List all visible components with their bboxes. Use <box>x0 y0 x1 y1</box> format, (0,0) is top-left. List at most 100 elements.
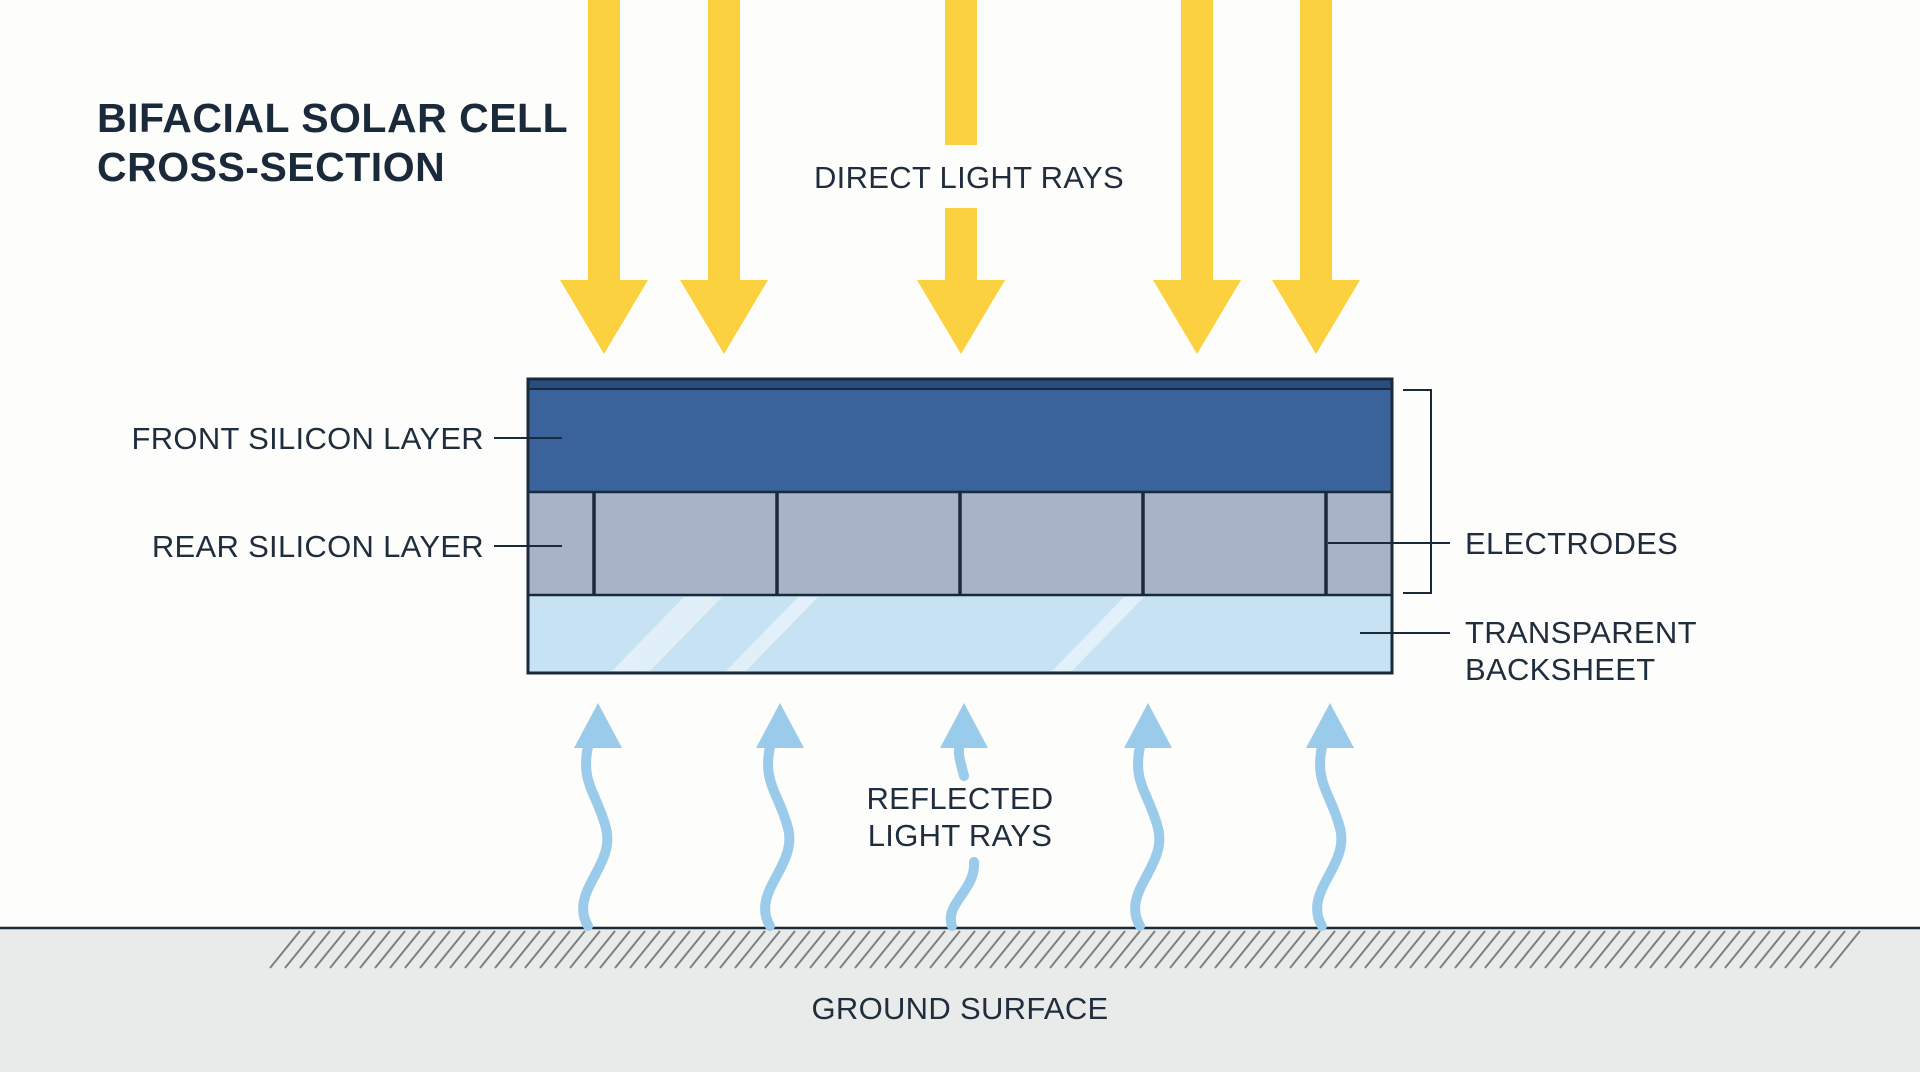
hatch-mark <box>599 930 631 969</box>
backsheet-label-line-2: BACKSHEET <box>1465 652 1656 687</box>
hatch-mark <box>1004 930 1036 969</box>
hatch-mark <box>1589 930 1621 969</box>
hatch-mark <box>269 930 301 969</box>
hatch-mark <box>854 930 886 969</box>
hatch-mark <box>899 930 931 969</box>
hatch-mark <box>1094 930 1126 969</box>
hatch-mark <box>1034 930 1066 969</box>
hatch-mark <box>1829 930 1861 969</box>
hatch-mark <box>1739 930 1771 969</box>
hatch-mark <box>1049 930 1081 969</box>
hatch-mark <box>1769 930 1801 969</box>
hatch-mark <box>1424 930 1456 969</box>
hatch-mark <box>1334 930 1366 969</box>
reflected-light-label: REFLECTED LIGHT RAYS <box>860 780 1060 854</box>
hatch-mark <box>1649 930 1681 969</box>
hatch-mark <box>1124 930 1156 969</box>
hatch-mark <box>584 930 616 969</box>
backsheet-label: TRANSPARENT BACKSHEET <box>1465 614 1697 688</box>
rear-silicon-label: REAR SILICON LAYER <box>151 529 484 564</box>
hatch-mark <box>1664 930 1696 969</box>
direct-light-arrow <box>560 0 648 354</box>
hatch-mark <box>704 930 736 969</box>
hatch-mark <box>719 930 751 969</box>
electrodes-label: ELECTRODES <box>1465 526 1679 561</box>
hatch-mark <box>1634 930 1666 969</box>
hatch-mark <box>1349 930 1381 969</box>
cell-outline <box>526 377 1394 675</box>
hatch-mark <box>1709 930 1741 969</box>
hatch-mark <box>1679 930 1711 969</box>
direct-light-arrow <box>1153 0 1241 354</box>
title-line-1: BIFACIAL SOLAR CELL <box>97 95 569 141</box>
reflected-light-arrow <box>756 703 804 931</box>
hatch-mark <box>869 930 901 969</box>
hatch-mark <box>1694 930 1726 969</box>
reflected-label-line-1: REFLECTED <box>866 781 1054 816</box>
hatch-mark <box>1229 930 1261 969</box>
hatch-mark <box>1199 930 1231 969</box>
hatch-mark <box>419 930 451 969</box>
hatch-mark <box>539 930 571 969</box>
hatch-mark <box>1259 930 1291 969</box>
front-top-strip <box>528 379 1392 389</box>
electrodes <box>592 492 1328 595</box>
hatch-mark <box>1169 930 1201 969</box>
hatch-mark <box>689 930 721 969</box>
hatch-mark <box>1214 930 1246 969</box>
hatch-mark <box>1304 930 1336 969</box>
hatch-mark <box>1784 930 1816 969</box>
hatch-mark <box>389 930 421 969</box>
backsheet-glare <box>612 597 1144 671</box>
front-silicon-label: FRONT SILICON LAYER <box>131 421 484 456</box>
hatch-mark <box>329 930 361 969</box>
hatch-mark <box>824 930 856 969</box>
hatch-mark <box>1064 930 1096 969</box>
hatch-mark <box>314 930 346 969</box>
hatch-mark <box>809 930 841 969</box>
hatch-mark <box>1529 930 1561 969</box>
hatch-mark <box>434 930 466 969</box>
hatch-mark <box>509 930 541 969</box>
hatch-mark <box>674 930 706 969</box>
hatch-mark <box>1469 930 1501 969</box>
hatch-mark <box>1319 930 1351 969</box>
hatch-mark <box>1409 930 1441 969</box>
hatch-mark <box>989 930 1021 969</box>
hatch-mark <box>734 930 766 969</box>
direct-light-label: DIRECT LIGHT RAYS <box>814 160 1124 195</box>
hatch-mark <box>629 930 661 969</box>
hatch-mark <box>1019 930 1051 969</box>
direct-light-arrow <box>1272 0 1360 354</box>
hatch-mark <box>1619 930 1651 969</box>
hatch-mark <box>1274 930 1306 969</box>
hatch-mark <box>1109 930 1141 969</box>
direct-light-arrow <box>917 0 1005 354</box>
ground-surface <box>0 928 1920 1072</box>
diagram-title: BIFACIAL SOLAR CELL CROSS-SECTION <box>97 94 568 192</box>
hatch-mark <box>1364 930 1396 969</box>
hatch-mark <box>914 930 946 969</box>
hatch-mark <box>554 930 586 969</box>
hatch-mark <box>1499 930 1531 969</box>
hatch-mark <box>779 930 811 969</box>
hatch-mark <box>1379 930 1411 969</box>
hatch-mark <box>974 930 1006 969</box>
hatch-mark <box>1454 930 1486 969</box>
hatch-mark <box>299 930 331 969</box>
hatch-mark <box>1574 930 1606 969</box>
hatch-mark <box>374 930 406 969</box>
hatch-mark <box>284 930 316 969</box>
reflected-light-arrow <box>940 703 988 931</box>
hatch-mark <box>1724 930 1756 969</box>
hatch-mark <box>794 930 826 969</box>
reflected-light-rays <box>574 703 1354 931</box>
hatch-mark <box>404 930 436 969</box>
hatch-mark <box>1079 930 1111 969</box>
solar-cell <box>526 377 1394 675</box>
hatch-mark <box>1244 930 1276 969</box>
backsheet-label-line-1: TRANSPARENT <box>1465 615 1697 650</box>
ground-surface-label: GROUND SURFACE <box>811 991 1109 1026</box>
